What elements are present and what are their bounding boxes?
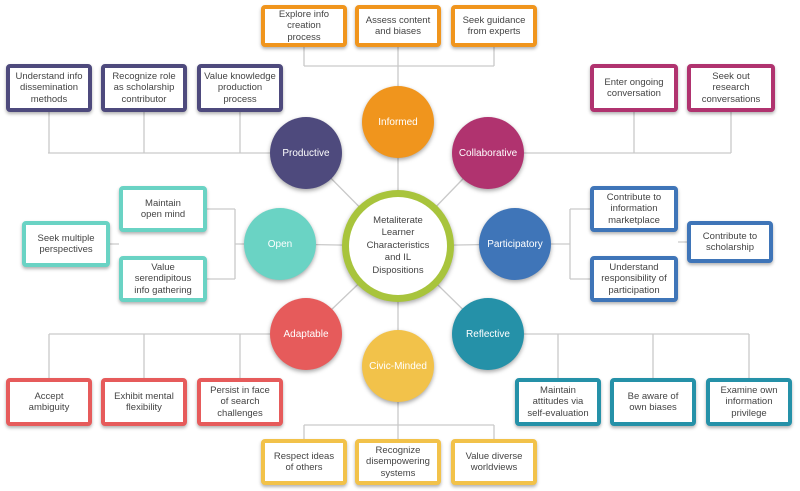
node-open: Open — [244, 208, 316, 280]
node-label: Participatory — [487, 238, 543, 250]
disposition-box-collaborative: Enter ongoing conversation — [590, 64, 678, 112]
node-reflective: Reflective — [452, 298, 524, 370]
disposition-box-informed: Explore info creation process — [261, 5, 347, 47]
disposition-box-productive: Value knowledge production process — [197, 64, 283, 112]
disposition-box-reflective: Examine own information privilege — [706, 378, 792, 426]
box-connector-open — [110, 208, 244, 280]
node-civic-minded: Civic-Minded — [362, 330, 434, 402]
disposition-box-civic-minded: Respect ideas of others — [261, 439, 347, 485]
center-hub: Metaliterate Learner Characteristics and… — [342, 190, 454, 302]
disposition-box-open: Value serendipitous info gathering — [119, 256, 207, 302]
node-label: Collaborative — [458, 147, 518, 159]
box-connector-productive — [48, 112, 270, 154]
disposition-box-participatory: Contribute to information marketplace — [590, 186, 678, 232]
disposition-box-open: Seek multiple perspectives — [22, 221, 110, 267]
disposition-box-reflective: Maintain attitudes via self-evaluation — [515, 378, 601, 426]
disposition-box-collaborative: Seek out research conversations — [687, 64, 775, 112]
center-hub-label: Metaliterate Learner Characteristics and… — [349, 197, 447, 295]
node-collaborative: Collaborative — [452, 117, 524, 189]
node-label: Reflective — [466, 328, 510, 340]
disposition-box-civic-minded: Value diverse worldviews — [451, 439, 537, 485]
node-label: Productive — [282, 147, 330, 159]
disposition-box-adaptable: Accept ambiguity — [6, 378, 92, 426]
disposition-box-productive: Recognize role as scholarship contributo… — [101, 64, 187, 112]
node-label: Adaptable — [283, 328, 329, 340]
disposition-box-informed: Seek guidance from experts — [451, 5, 537, 47]
disposition-box-adaptable: Persist in face of search challenges — [197, 378, 283, 426]
box-connector-participatory — [551, 208, 687, 280]
disposition-box-productive: Understand info dissemination methods — [6, 64, 92, 112]
box-connector-civic-minded — [303, 402, 495, 439]
disposition-box-civic-minded: Recognize disempowering systems — [355, 439, 441, 485]
box-connector-informed — [303, 47, 495, 86]
node-label: Open — [267, 238, 293, 250]
node-label: Informed — [378, 116, 418, 128]
disposition-box-adaptable: Exhibit mental flexibility — [101, 378, 187, 426]
node-productive: Productive — [270, 117, 342, 189]
disposition-box-reflective: Be aware of own biases — [610, 378, 696, 426]
node-adaptable: Adaptable — [270, 298, 342, 370]
disposition-box-informed: Assess content and biases — [355, 5, 441, 47]
disposition-box-participatory: Understand responsibility of participati… — [590, 256, 678, 302]
box-connector-reflective — [524, 333, 750, 378]
box-connector-adaptable — [48, 333, 270, 378]
disposition-box-open: Maintain open mind — [119, 186, 207, 232]
box-connector-collaborative — [524, 112, 732, 154]
node-informed: Informed — [362, 86, 434, 158]
disposition-box-participatory: Contribute to scholarship — [687, 221, 773, 263]
node-label: Civic-Minded — [369, 360, 427, 372]
node-participatory: Participatory — [479, 208, 551, 280]
